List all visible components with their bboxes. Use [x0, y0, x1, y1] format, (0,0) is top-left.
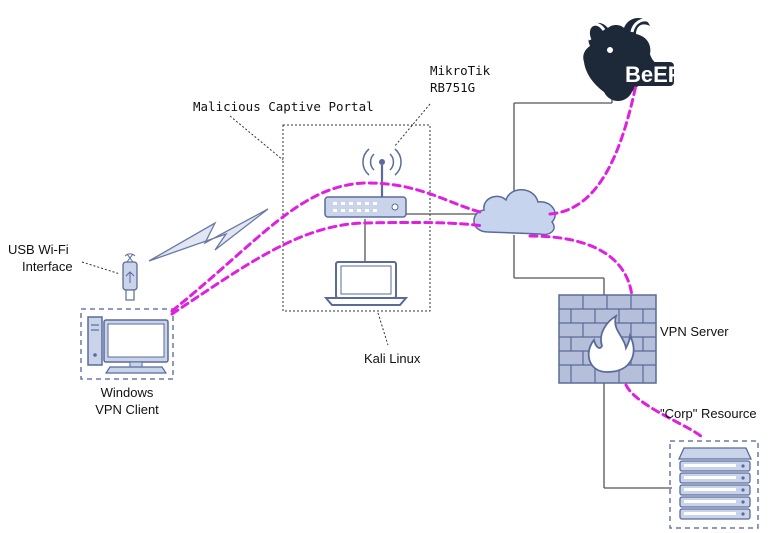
wireless-signal-icon: [148, 208, 269, 262]
callout-captive-portal: [229, 115, 284, 161]
attack-path-to-vpn: [528, 234, 634, 298]
mikrotik-router-icon: [324, 148, 407, 218]
attack-path-client-router-lower: [170, 220, 486, 316]
corp-server-icon: [677, 447, 753, 520]
attack-path-client-router-upper: [170, 181, 486, 313]
kali-laptop-icon: [323, 261, 409, 306]
corp-resource-boundary: [669, 440, 759, 529]
router-label-line2: RB751G: [430, 80, 475, 95]
usb-wifi-adapter-icon: [122, 253, 138, 301]
callout-usb: [81, 261, 121, 275]
callout-lines: [81, 103, 431, 346]
kali-label: Kali Linux: [364, 351, 421, 366]
windows-pc-icon: [87, 316, 169, 374]
attack-path-to-beef: [548, 83, 638, 216]
callout-kali: [377, 312, 389, 346]
internet-cloud-icon: [473, 189, 556, 236]
beef-logo-text: BeEF: [625, 62, 681, 87]
beef-logo: BeEF: [583, 17, 681, 101]
client-label-line1: Windows: [101, 385, 154, 400]
router-label-line1: MikroTik: [430, 63, 491, 78]
attack-paths: [170, 83, 704, 439]
callout-router: [393, 103, 431, 148]
corp-resource-label: "Corp" Resource: [660, 406, 757, 421]
usb-label-line2: Interface: [22, 259, 73, 274]
usb-label-line1: USB Wi-Fi: [8, 242, 69, 257]
captive-portal-label: Malicious Captive Portal: [193, 99, 374, 114]
client-boundary: [80, 308, 174, 380]
vpn-firewall-icon: [558, 294, 657, 384]
vpn-server-label: VPN Server: [660, 324, 729, 339]
attack-path-to-corp: [624, 383, 704, 439]
network-links: [364, 85, 672, 489]
client-label-line2: VPN Client: [95, 402, 159, 417]
